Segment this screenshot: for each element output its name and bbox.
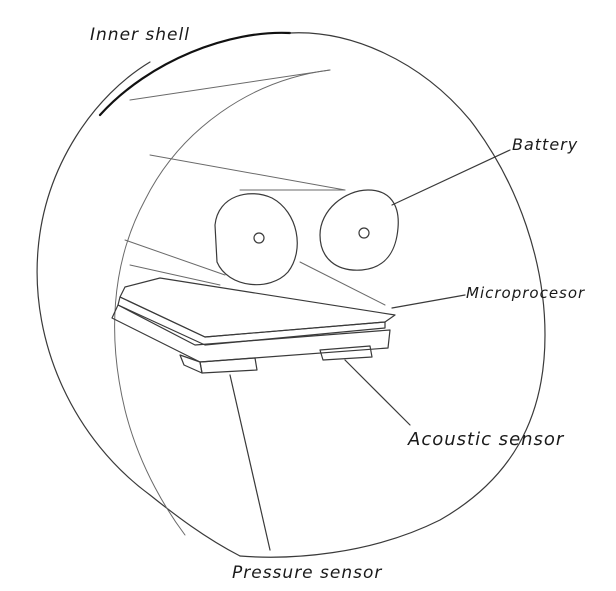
label-inner-shell: Inner shell xyxy=(90,25,190,45)
rail-upper xyxy=(150,155,345,190)
leader-microprocessor xyxy=(392,295,465,308)
pressure-sensor-block xyxy=(200,358,257,373)
label-pressure-sensor: Pressure sensor xyxy=(232,563,382,583)
label-battery: Battery xyxy=(512,135,578,154)
leader-pressure xyxy=(230,375,270,550)
label-acoustic-sensor: Acoustic sensor xyxy=(407,429,565,450)
leader-acoustic xyxy=(345,360,410,425)
microprocessor-board xyxy=(112,278,395,362)
label-microprocessor: Microprocesor xyxy=(466,284,585,302)
inner-shell-edge xyxy=(100,33,290,115)
leader-battery xyxy=(392,150,510,205)
cut-face-left-edge xyxy=(115,70,330,535)
rail-top xyxy=(130,70,330,100)
battery-left-cell xyxy=(215,190,345,285)
rail-mid xyxy=(125,240,225,275)
battery-right-cell xyxy=(320,190,398,270)
shell-outer-outline xyxy=(37,62,240,556)
